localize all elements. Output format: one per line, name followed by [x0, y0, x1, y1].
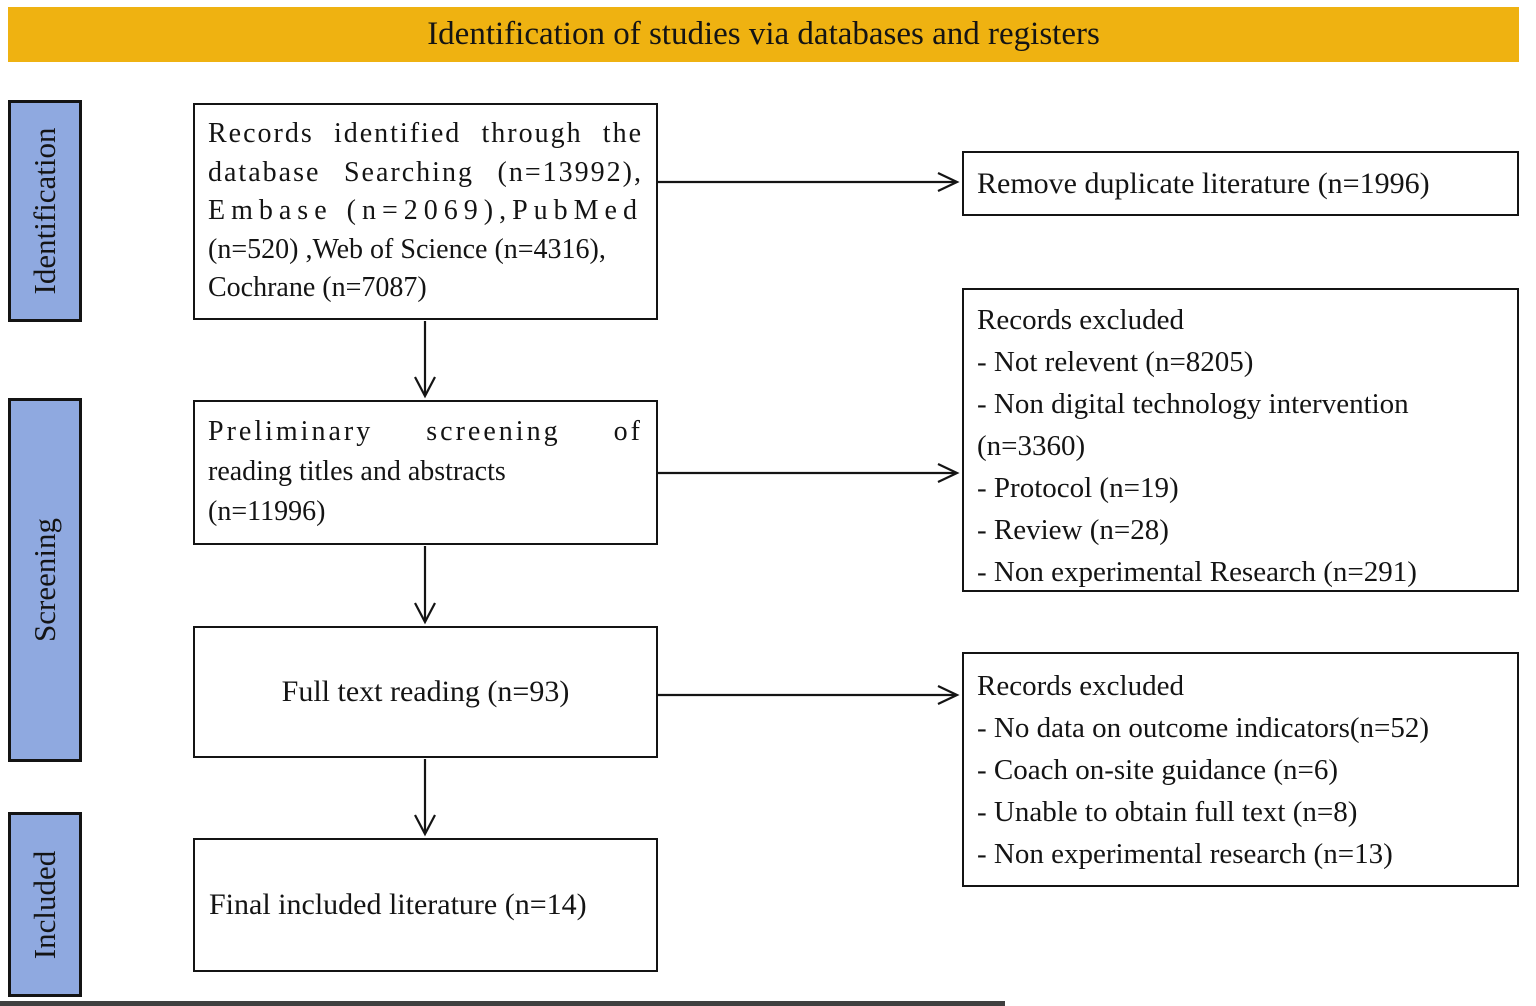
box-text-line: Full text reading (n=93) — [281, 675, 570, 708]
box-text-line: - Coach on-site guidance (n=6) — [977, 754, 1339, 786]
box-text-line: Cochrane (n=7087) — [208, 272, 427, 303]
side-box-records-excluded-screening: Records excluded - Not relevent (n=8205)… — [962, 288, 1519, 592]
box-text-line: (n=520) ,Web of Science (n=4316), — [208, 233, 606, 265]
box-text-line: reading titles and abstracts — [208, 456, 506, 487]
box-text-line: Final included literature (n=14) — [209, 888, 587, 921]
flow-box-full-text-reading: Full text reading (n=93) — [193, 626, 658, 758]
arrow-right-icon — [658, 172, 960, 192]
bottom-edge-artifact — [0, 1001, 1005, 1006]
box-text-line: Records excluded — [977, 304, 1184, 336]
flow-box-preliminary-screening: Preliminary screening of reading titles … — [193, 400, 658, 545]
box-text-line: - Non experimental Research (n=291) — [977, 556, 1417, 588]
box-text-line: Remove duplicate literature (n=1996) — [977, 166, 1430, 200]
stage-label-included: Included — [27, 850, 62, 959]
box-text-line: - Non digital technology intervention (n… — [977, 388, 1409, 462]
stage-box-included: Included — [8, 812, 82, 997]
box-text-line: Records excluded — [977, 670, 1184, 702]
flow-box-final-included: Final included literature (n=14) — [193, 838, 658, 972]
box-text-line: - Protocol (n=19) — [977, 472, 1179, 504]
stage-label-identification: Identification — [27, 127, 62, 295]
flow-box-records-identified: Records identified through the database … — [193, 103, 658, 320]
side-box-duplicates-removed: Remove duplicate literature (n=1996) — [962, 151, 1519, 216]
box-text-line: - No data on outcome indicators(n=52) — [977, 712, 1430, 744]
box-text-line: - Unable to obtain full text (n=8) — [977, 796, 1358, 828]
stage-label-screening: Screening — [27, 518, 62, 642]
arrow-right-icon — [658, 463, 960, 483]
arrow-down-icon — [414, 759, 436, 837]
arrow-down-icon — [414, 546, 436, 625]
banner: Identification of studies via databases … — [8, 7, 1519, 62]
box-text-line: - Not relevent (n=8205) — [977, 346, 1254, 378]
arrow-right-icon — [658, 685, 960, 705]
box-text-line: - Non experimental research (n=13) — [977, 838, 1393, 870]
box-text-line: (n=11996) — [208, 496, 326, 527]
box-text-line: database Searching (n=13992), — [208, 156, 643, 188]
box-text-line: Preliminary screening of — [208, 416, 643, 447]
box-text-line: - Review (n=28) — [977, 514, 1169, 546]
stage-box-screening: Screening — [8, 398, 82, 762]
box-text-line: Embase (n=2069),PubMed — [208, 195, 643, 226]
box-text-line: Records identified through the — [208, 118, 643, 149]
arrow-down-icon — [414, 321, 436, 399]
banner-title: Identification of studies via databases … — [427, 16, 1100, 52]
side-box-records-excluded-fulltext: Records excluded - No data on outcome in… — [962, 652, 1519, 887]
stage-box-identification: Identification — [8, 100, 82, 322]
